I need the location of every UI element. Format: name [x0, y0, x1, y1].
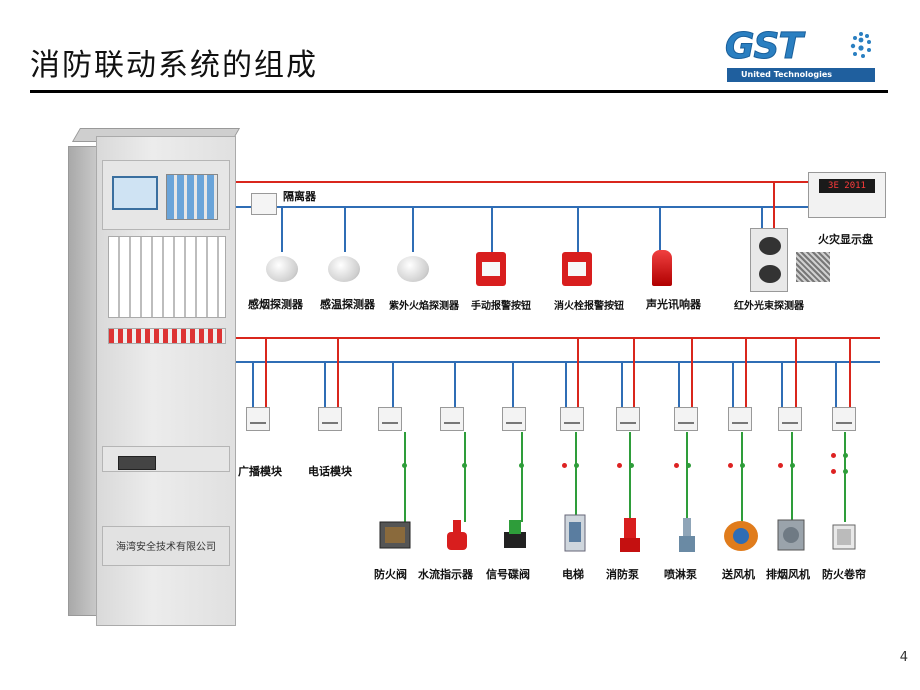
status-dot [778, 463, 783, 468]
module-label-telephone: 电话模块 [308, 465, 352, 478]
control-module [674, 407, 698, 431]
status-dot [519, 463, 524, 468]
detector-label-4: 手动报警按钮 [471, 301, 531, 312]
control-module [560, 407, 584, 431]
fire-display-label: 火灾显示盘 [818, 233, 873, 246]
uv-flame-detector-icon [397, 256, 429, 282]
status-dot [740, 463, 745, 468]
status-dot [617, 463, 622, 468]
page-title: 消防联动系统的组成 [30, 48, 318, 83]
linkage-panel [108, 236, 226, 318]
smoke-detector-icon [266, 256, 298, 282]
air-supply-fan-icon [724, 521, 758, 551]
gst-logo: GST United Technologies [724, 26, 875, 82]
elevator-icon [564, 514, 586, 552]
status-dot [831, 469, 836, 474]
equipment-label-5: 消防泵 [606, 568, 639, 581]
broadcast-module [246, 407, 270, 431]
control-module [378, 407, 402, 431]
status-dot [629, 463, 634, 468]
equipment-label-6: 喷淋泵 [664, 568, 697, 581]
control-module [616, 407, 640, 431]
status-dot [574, 463, 579, 468]
signal-butterfly-valve-icon [504, 520, 526, 548]
infrared-beam-detector-icon [750, 228, 788, 292]
status-dot [843, 469, 848, 474]
equipment-label-2: 水流指示器 [418, 568, 473, 581]
detector-label-7: 红外光束探测器 [734, 301, 804, 312]
controller-screen [112, 176, 158, 210]
title-underline [30, 90, 888, 93]
fire-pump-icon [620, 518, 640, 552]
fire-damper-icon [379, 521, 411, 549]
fire-display-panel: 3E 2011 [808, 172, 886, 218]
control-module [728, 407, 752, 431]
status-dot [674, 463, 679, 468]
detector-label-6: 声光讯响器 [646, 298, 701, 311]
status-dot [831, 453, 836, 458]
telephone-module [318, 407, 342, 431]
isolator-device [251, 193, 277, 215]
equipment-label-1: 防火阀 [374, 568, 407, 581]
heat-detector-icon [328, 256, 360, 282]
control-module [502, 407, 526, 431]
status-dot [462, 463, 467, 468]
fire-shutter-icon [832, 524, 856, 550]
detector-label-5: 消火栓报警按钮 [554, 301, 624, 312]
status-dot [686, 463, 691, 468]
module-label-broadcast: 广播模块 [238, 465, 282, 478]
status-dot [562, 463, 567, 468]
status-dot [402, 463, 407, 468]
detector-label-3: 紫外火焰探测器 [389, 301, 459, 312]
manual-call-point-icon [476, 252, 506, 286]
equipment-label-7: 送风机 [722, 568, 755, 581]
nameplate-panel [102, 526, 230, 566]
detector-label-2: 感温探测器 [320, 298, 375, 311]
fire-alarm-control-cabinet: 海湾安全技术有限公司 [68, 128, 241, 626]
smoke-exhaust-fan-icon [777, 519, 805, 551]
power-display [118, 456, 156, 470]
detector-label-1: 感烟探测器 [248, 298, 303, 311]
beam-reflector-icon [796, 252, 830, 282]
status-dot [790, 463, 795, 468]
page-number: 4 [899, 650, 908, 665]
cabinet-side [68, 146, 98, 616]
logo-subtitle: United Technologies [727, 68, 875, 82]
equipment-label-9: 防火卷帘 [822, 568, 866, 581]
sounder-strobe-icon [652, 250, 672, 286]
controller-keypad [166, 174, 218, 220]
fire-display-readout: 3E 2011 [819, 179, 875, 193]
cabinet-label: 海湾安全技术有限公司 [116, 542, 216, 553]
hydrant-button-icon [562, 252, 592, 286]
sprinkler-pump-icon [679, 518, 695, 552]
logo-dots-icon [850, 32, 871, 58]
control-module [832, 407, 856, 431]
control-module [440, 407, 464, 431]
equipment-label-3: 信号碟阀 [486, 568, 530, 581]
water-flow-indicator-icon [447, 520, 467, 550]
logo-wordmark: GST [724, 26, 803, 68]
control-module [778, 407, 802, 431]
isolator-label: 隔离器 [283, 190, 316, 203]
equipment-label-8: 排烟风机 [766, 568, 810, 581]
status-dot [843, 453, 848, 458]
indicator-row [108, 328, 226, 344]
status-dot [728, 463, 733, 468]
equipment-label-4: 电梯 [562, 568, 584, 581]
